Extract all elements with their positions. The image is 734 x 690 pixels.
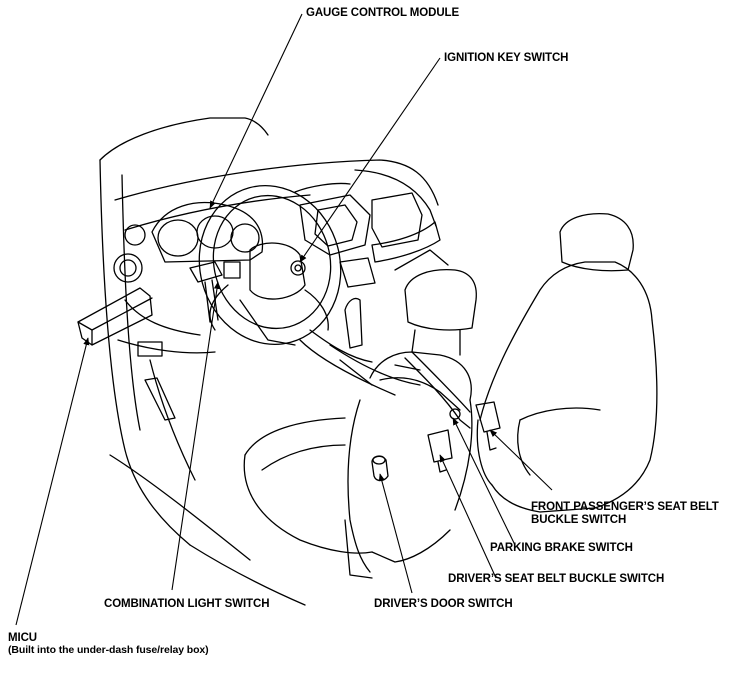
label-drivers-seat-belt-buckle-switch: DRIVER’S SEAT BELT BUCKLE SWITCH bbox=[448, 573, 665, 585]
label-combination-light-switch: COMBINATION LIGHT SWITCH bbox=[104, 598, 270, 610]
label-micu-note: (Built into the under-dash fuse/relay bo… bbox=[8, 644, 209, 656]
label-parking-brake-switch: PARKING BRAKE SWITCH bbox=[490, 542, 633, 554]
label-buckle-switch: BUCKLE SWITCH bbox=[531, 514, 627, 526]
car-outline bbox=[77, 117, 658, 606]
label-gauge-control-module: GAUGE CONTROL MODULE bbox=[306, 7, 460, 19]
label-front-passenger-seat-belt: FRONT PASSENGER’S SEAT BELT bbox=[531, 501, 719, 513]
label-micu: MICU bbox=[8, 632, 37, 644]
leader-lines bbox=[15, 13, 553, 626]
label-ignition-key-switch: IGNITION KEY SWITCH bbox=[444, 52, 569, 64]
label-drivers-door-switch: DRIVER’S DOOR SWITCH bbox=[374, 598, 513, 610]
